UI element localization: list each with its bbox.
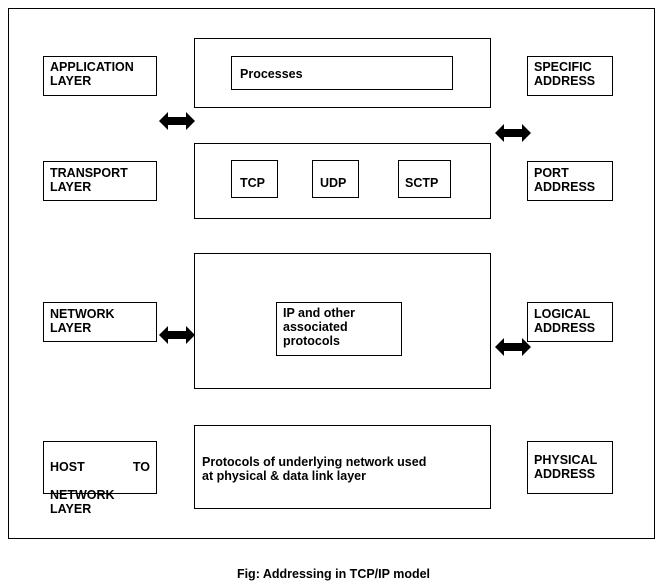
logical-address-box	[527, 302, 613, 342]
udp-label: UDP	[320, 176, 347, 190]
logical-address-label: LOGICAL ADDRESS	[534, 307, 596, 335]
processes-box	[231, 56, 453, 90]
network-layer-box	[43, 302, 157, 342]
host-to-network-layer-box	[43, 441, 157, 494]
physical-address-label: PHYSICAL ADDRESS	[534, 453, 598, 481]
processes-label: Processes	[240, 67, 303, 81]
application-layer-label: APPLICATION LAYER	[50, 60, 134, 88]
transport-layer-box	[43, 161, 157, 201]
host-network-layer-rest: NETWORK LAYER	[50, 488, 115, 516]
double-arrow-icon	[495, 124, 531, 142]
udp-box	[312, 160, 359, 198]
double-arrow-icon	[495, 338, 531, 356]
port-address-label: PORT ADDRESS	[534, 166, 596, 194]
tcp-label: TCP	[240, 176, 265, 190]
application-layer-box	[43, 56, 157, 96]
specific-address-label: SPECIFIC ADDRESS	[534, 60, 596, 88]
sctp-box	[398, 160, 451, 198]
tcp-box	[231, 160, 278, 198]
host-word: HOST	[50, 460, 85, 474]
ip-protocols-label: IP and other associated protocols	[283, 306, 356, 348]
network-layer-label: NETWORK LAYER	[50, 307, 115, 335]
sctp-label: SCTP	[405, 176, 439, 190]
to-word: TO	[132, 460, 150, 474]
transport-layer-label: TRANSPORT LAYER	[50, 166, 128, 194]
double-arrow-icon	[159, 112, 195, 130]
double-arrow-icon	[159, 326, 195, 344]
physical-address-box	[527, 441, 613, 494]
figure-caption: Fig: Addressing in TCP/IP model	[236, 567, 431, 581]
underlying-network-label: Protocols of underlying network used at …	[202, 455, 427, 483]
port-address-box	[527, 161, 613, 201]
host-to-network-layer-label: HOST TO NETWORK LAYER	[50, 446, 150, 530]
underlying-network-box	[194, 425, 491, 509]
ip-protocols-box	[276, 302, 402, 356]
specific-address-box	[527, 56, 613, 96]
diagram-frame	[8, 8, 655, 539]
